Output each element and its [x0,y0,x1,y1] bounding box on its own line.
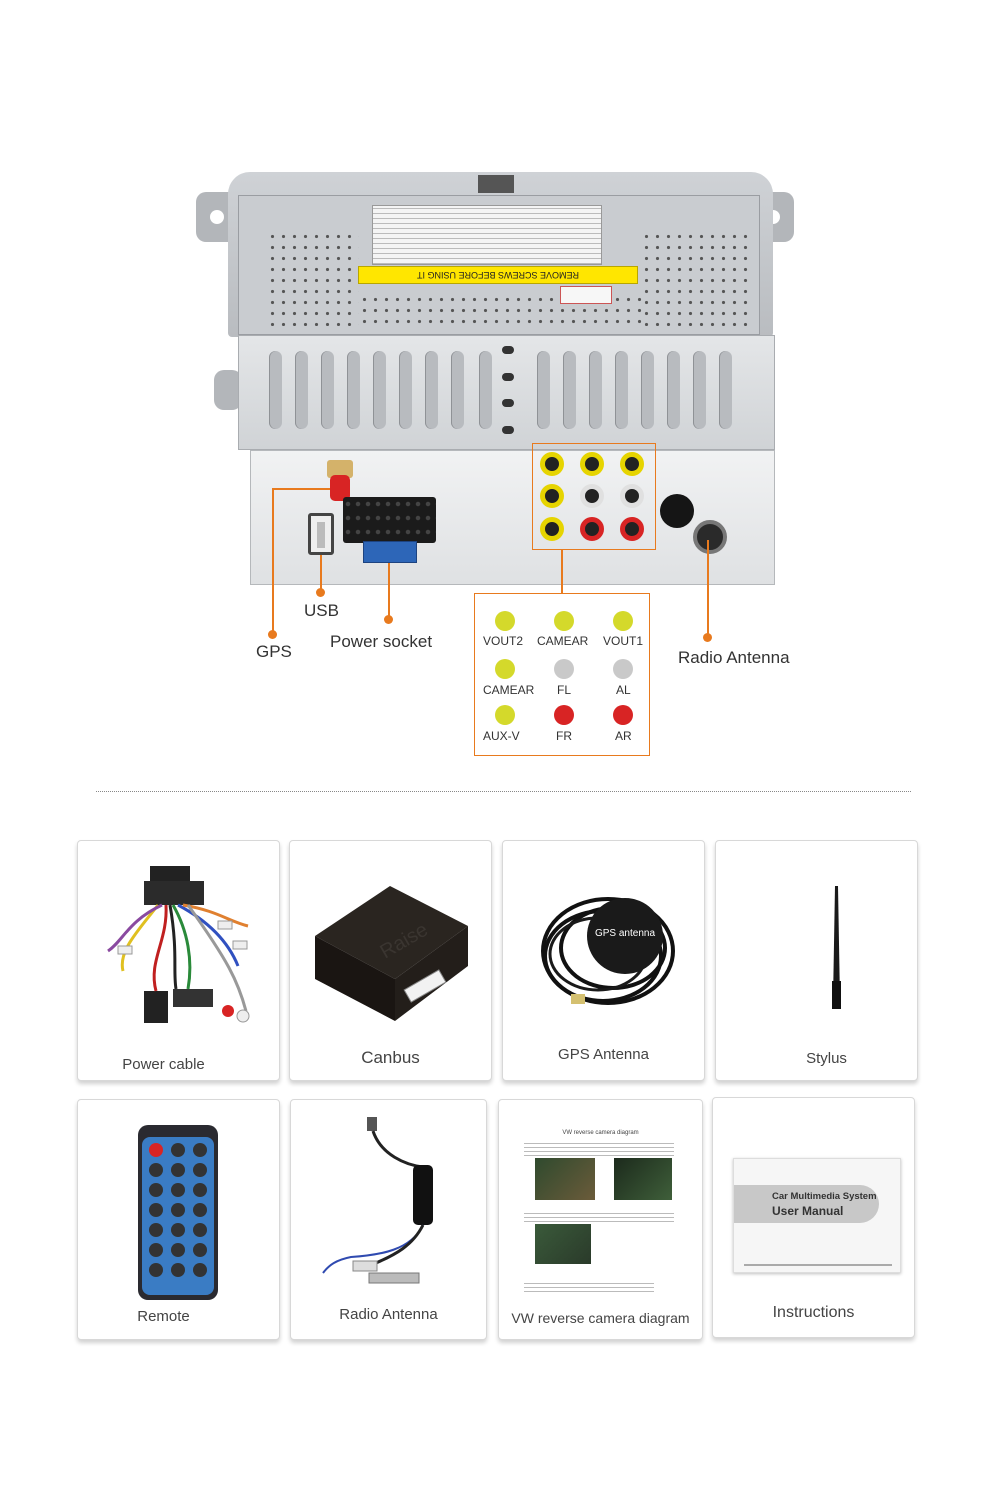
instructions-label: Instructions [772,1304,855,1321]
power-socket [343,497,436,543]
card-power-cable: Power cable [77,840,280,1081]
spec-sticker [372,205,602,265]
top-clip [478,175,514,193]
remote-label: Remote [137,1308,190,1325]
gps-antenna-image: GPS antenna [541,897,675,1005]
manual-band [734,1185,879,1223]
left-side-bracket [214,370,242,410]
legend-label: VOUT1 [603,634,644,648]
card-radio-antenna: Radio Antenna [290,1099,487,1340]
legend-label: VOUT2 [483,634,524,648]
section-divider [96,791,911,792]
manual-title-1: Car Multimedia System [772,1191,877,1202]
vw-doc-title: VW reverse camera diagram [562,1130,639,1136]
usb-port [308,513,334,555]
legend-dot [554,611,574,631]
legend-dot [613,705,633,725]
vw-photo-2 [614,1158,672,1200]
legend-dot [495,659,515,679]
manual-cover: Car Multimedia System User Manual [733,1158,901,1273]
legend-label: CAMEAR [483,683,535,697]
heatsink-panel [238,335,775,450]
vw-doc-text [524,1212,674,1222]
card-vw-diagram: VW reverse camera diagram VW reverse cam… [498,1099,703,1340]
power-cable-label: Power cable [122,1056,205,1073]
manual-fine-print [744,1264,892,1266]
gps-antenna-label: GPS Antenna [558,1046,649,1063]
card-remote: Remote [77,1099,280,1340]
canbus-image: Raise [315,886,468,1021]
head-unit: REMOVE SCREWS BEFORE USING IT [0,0,1000,600]
radio-antenna-image [322,1117,433,1284]
stylus-image [832,886,841,1009]
vw-doc-text [524,1282,654,1292]
remote-image [138,1125,218,1300]
radio-antenna-label: Radio Antenna [678,648,790,667]
card-instructions: Car Multimedia System User Manual Instru… [712,1097,915,1338]
seal-sticker [560,286,612,304]
gps-puck-text: GPS antenna [595,928,655,939]
legend-label: FL [557,683,572,697]
manual-title-2: User Manual [772,1204,844,1218]
legend-dot [495,611,515,631]
mount-hole [660,494,694,528]
gps-label: GPS [256,642,292,661]
usb-label: USB [304,601,339,620]
card-stylus: Stylus [715,840,918,1081]
vw-photo-3 [535,1224,591,1264]
gps-connector-base [327,460,353,478]
vw-diagram-label: VW reverse camera diagram [511,1310,690,1326]
card-canbus: Raise Canbus [289,840,492,1081]
gps-connector [330,475,350,501]
legend-label: CAMEAR [537,634,589,648]
legend-dot [554,705,574,725]
rca-group [532,443,656,550]
power-socket-plug [363,541,417,563]
vw-doc-text [524,1142,674,1156]
vw-photo-1 [535,1158,595,1200]
legend-label: AR [615,729,632,743]
legend-label: FR [556,729,572,743]
stylus-label: Stylus [806,1050,847,1067]
legend-label: AL [616,683,631,697]
legend-dot [495,705,515,725]
canbus-label: Canbus [361,1048,420,1067]
rca-legend: VOUT2 CAMEAR VOUT1 CAMEAR FL AL AUX-V FR… [474,593,650,756]
legend-dot [613,611,633,631]
legend-label: AUX-V [483,729,520,743]
power-cable-image [107,866,250,1023]
radio-antenna-card-label: Radio Antenna [339,1306,438,1323]
radio-antenna-socket [693,520,727,554]
legend-dot [613,659,633,679]
power-socket-label: Power socket [330,632,433,651]
warning-sticker: REMOVE SCREWS BEFORE USING IT [358,266,638,284]
legend-dot [554,659,574,679]
card-gps-antenna: GPS antenna GPS Antenna [502,840,705,1081]
